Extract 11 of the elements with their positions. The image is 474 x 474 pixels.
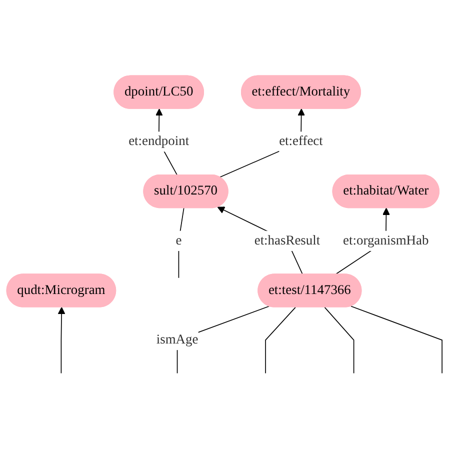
- connector: [178, 208, 184, 278]
- edge-label: ismAge: [156, 332, 198, 347]
- edge-label: et:effect: [279, 134, 323, 148]
- edge-label: et:organismHab: [343, 233, 429, 248]
- connector: [265, 306, 296, 374]
- edge-label: e: [176, 233, 182, 248]
- connector: [324, 306, 354, 374]
- arrow: [58, 306, 66, 374]
- edge-label: et:endpoint: [128, 134, 190, 148]
- edge-label: et:hasResult: [254, 233, 320, 248]
- connector: [350, 306, 442, 374]
